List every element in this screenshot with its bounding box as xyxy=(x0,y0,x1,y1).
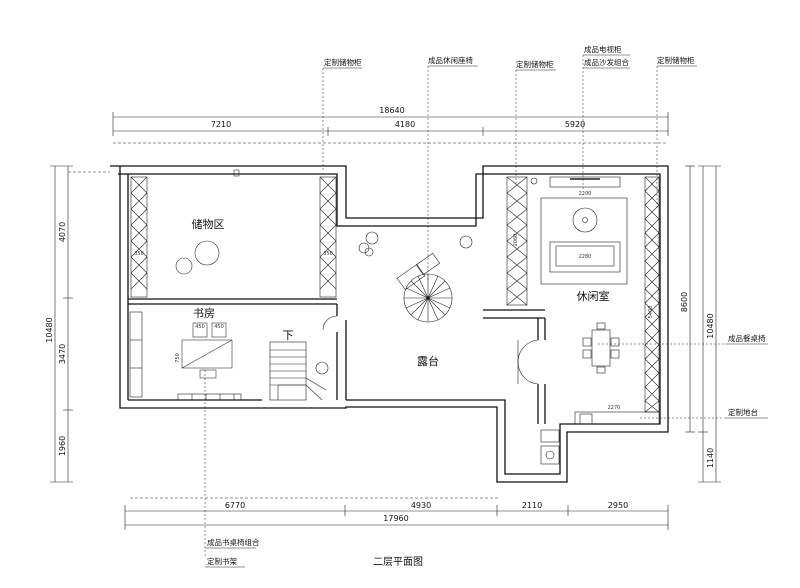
study-door-icon xyxy=(322,315,338,331)
bottom-dim-seg-3: 2110 xyxy=(522,501,542,510)
stairs-down-label: 下 xyxy=(283,329,294,342)
desk-w2-label: 450 xyxy=(214,324,224,330)
top-dim-seg-1: 7210 xyxy=(211,120,231,129)
mid-cabinet-label: 2060 xyxy=(513,234,519,247)
counter-width-label: 2270 xyxy=(608,405,621,411)
desk-icon xyxy=(181,322,233,379)
note-cabinet-storage-mid: 定制储物柜 xyxy=(516,59,554,69)
note-leisure-chair: 成品休闲座椅 xyxy=(428,55,473,65)
lounge-furniture-icons xyxy=(530,176,660,465)
left-dim-seg-3: 1960 xyxy=(58,436,67,456)
note-sofa-set: 成品沙发组合 xyxy=(584,57,629,67)
plant-icons xyxy=(358,231,473,257)
right-dim-inner: 8600 xyxy=(680,292,689,312)
sofa-width-label: 2280 xyxy=(579,254,592,260)
bottom-dim-seg-1: 6770 xyxy=(225,501,245,510)
right-dim-lower: 1140 xyxy=(706,448,715,468)
top-dim-seg-2: 4180 xyxy=(395,120,415,129)
note-desk-chair: 成品书桌椅组合 xyxy=(207,537,260,547)
room-label-lounge: 休闲室 xyxy=(577,289,610,303)
top-dim-seg-3: 5920 xyxy=(565,120,585,129)
right-dim-overall: 10480 xyxy=(706,313,715,338)
umbrella-chair-icon xyxy=(396,252,453,323)
note-custom-counter: 定制地台 xyxy=(728,407,758,417)
top-dim-overall: 18640 xyxy=(379,106,404,115)
left-dim-seg-2: 3470 xyxy=(58,344,67,364)
leader-lines xyxy=(204,55,725,558)
room-label-storage: 储物区 xyxy=(192,217,225,231)
note-tv-cabinet: 成品电视柜 xyxy=(584,44,622,54)
storage-label-right: 350 xyxy=(323,251,333,257)
terrace-door-icon xyxy=(517,339,539,385)
desk-depth-label: 750 xyxy=(175,353,181,363)
leader-underlines xyxy=(205,54,768,568)
storage-shelves xyxy=(129,176,660,413)
staircase xyxy=(269,341,329,401)
drawing-title: 二层平面图 xyxy=(373,556,423,568)
right-dimensions xyxy=(685,165,721,483)
bottom-dim-seg-4: 2950 xyxy=(608,501,628,510)
storage-label-left: 350 xyxy=(134,251,144,257)
bottom-dim-overall: 17960 xyxy=(383,514,408,523)
left-dimensions xyxy=(50,165,110,483)
note-bookshelf: 定制书架 xyxy=(207,556,237,566)
bottom-dim-seg-2: 4930 xyxy=(411,501,431,510)
left-dim-overall: 10480 xyxy=(45,317,54,342)
walls xyxy=(110,165,669,483)
desk-w1-label: 450 xyxy=(195,324,205,330)
note-cabinet-storage-left: 定制储物柜 xyxy=(324,57,362,67)
top-dimensions xyxy=(112,112,669,144)
left-dim-seg-1: 4070 xyxy=(58,222,67,242)
note-dining-table: 成品餐桌椅 xyxy=(728,333,766,343)
storage-tables-icon xyxy=(175,169,240,275)
tv-width-label: 2200 xyxy=(579,191,592,197)
room-label-terrace: 露台 xyxy=(417,354,439,368)
bottom-dimensions xyxy=(124,497,669,530)
note-cabinet-storage-right: 定制储物柜 xyxy=(657,55,695,65)
lounge-cabinet-label: 5400 xyxy=(648,306,654,319)
room-label-study: 书房 xyxy=(193,307,215,320)
